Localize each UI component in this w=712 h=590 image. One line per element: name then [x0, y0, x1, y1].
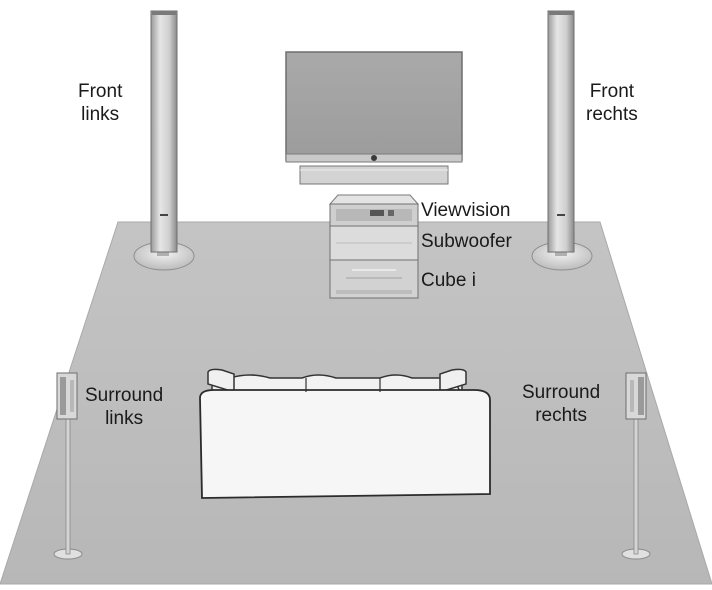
- av-cabinet: [328, 194, 420, 299]
- label-surround-left: Surround links: [85, 385, 164, 429]
- front-left-speaker: [133, 10, 195, 271]
- front-right-speaker: [531, 10, 593, 271]
- sofa: [199, 368, 491, 499]
- surround-left-speaker: [53, 372, 83, 560]
- label-front-left: Front links: [78, 81, 123, 125]
- label-front-right: Front rechts: [586, 81, 638, 125]
- television: [285, 51, 463, 185]
- label-viewvision: Viewvision: [421, 200, 511, 221]
- label-subwoofer: Subwoofer: [421, 231, 512, 252]
- surround-right-speaker: [621, 372, 651, 560]
- label-surround-right: Surround rechts: [522, 382, 601, 426]
- label-cube: Cube i: [421, 270, 476, 291]
